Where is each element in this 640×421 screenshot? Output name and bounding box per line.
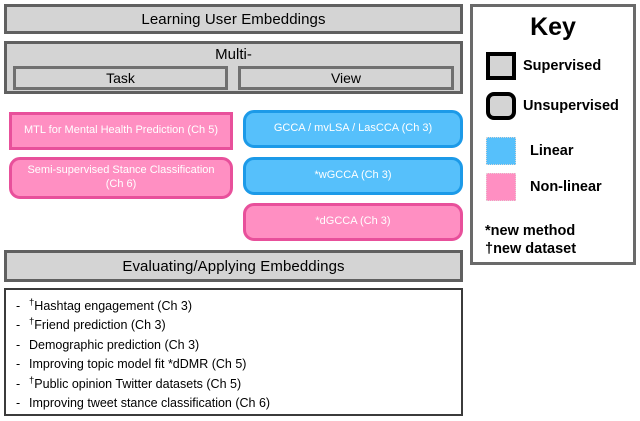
card-wgcca: *wGCCA (Ch 3): [243, 157, 463, 195]
bullet-dash: -: [16, 299, 21, 313]
key-note-new-method: *new method: [485, 223, 576, 239]
list-item: - Improving tweet stance classification …: [16, 395, 461, 412]
card-semi-supervised-stance: Semi-supervised Stance Classification (C…: [9, 157, 233, 199]
key-entry-unsupervised-label: Unsupervised: [523, 98, 619, 114]
banner-evaluating-applying-embeddings-label: Evaluating/Applying Embeddings: [122, 257, 345, 275]
multi-view-box: View: [238, 66, 454, 90]
card-wgcca-label: *wGCCA (Ch 3): [314, 169, 392, 182]
key-entry-linear: Linear: [486, 137, 574, 165]
key-panel: Key Supervised Unsupervised Linear Non-l…: [470, 4, 636, 265]
gray-square-swatch-icon: [486, 52, 516, 80]
bullet-dash: -: [16, 395, 21, 410]
gray-rounded-swatch-icon: [486, 92, 516, 120]
multi-task-label: Task: [106, 70, 135, 86]
dagger-icon: †: [29, 374, 35, 386]
multi-view-label: View: [330, 70, 362, 86]
key-panel-title: Key: [530, 13, 576, 41]
banner-learning-user-embeddings-label: Learning User Embeddings: [141, 10, 326, 28]
bullet-dash: -: [16, 376, 21, 391]
card-mtl-mental-health-label: MTL for Mental Health Prediction (Ch 5): [24, 124, 218, 137]
pink-swatch-icon: [486, 173, 516, 201]
multi-task-box: Task: [13, 66, 228, 90]
key-entry-non-linear-label: Non-linear: [530, 179, 602, 195]
key-panel-notes: *new method †new dataset: [485, 222, 635, 258]
dagger-icon: †: [29, 316, 35, 328]
bullet-dash: -: [16, 318, 21, 333]
list-item: - †Friend prediction (Ch 3): [16, 317, 461, 334]
card-mtl-mental-health: MTL for Mental Health Prediction (Ch 5): [9, 112, 233, 150]
card-semi-supervised-stance-label: Semi-supervised Stance Classification (C…: [27, 164, 215, 190]
list-item-text: Improving topic model fit *dDMR (Ch 5): [29, 357, 247, 372]
list-item: - †Public opinion Twitter datasets (Ch 5…: [16, 374, 461, 393]
card-dgcca: *dGCCA (Ch 3): [243, 203, 463, 241]
card-dgcca-label: *dGCCA (Ch 3): [315, 215, 391, 228]
card-gcca-mvlsa-lascca-label: GCCA / mvLSA / LasCCA (Ch 3): [273, 122, 433, 135]
list-item: - †Hashtag engagement (Ch 3): [16, 298, 461, 315]
list-item-text: †Friend prediction (Ch 3): [29, 316, 166, 333]
key-entry-non-linear: Non-linear: [486, 173, 602, 201]
multi-group: Multi- Task View: [4, 41, 463, 94]
key-entry-supervised: Supervised: [486, 52, 601, 80]
key-entry-unsupervised: Unsupervised: [486, 92, 619, 120]
key-note-new-dataset: †new dataset: [485, 241, 577, 258]
bullet-dash: -: [16, 337, 21, 352]
banner-learning-user-embeddings: Learning User Embeddings: [4, 4, 463, 34]
key-entry-supervised-label: Supervised: [523, 58, 602, 74]
eval-items-list: - †Hashtag engagement (Ch 3) - †Friend p…: [4, 288, 463, 416]
list-item: - Demographic prediction (Ch 3): [16, 337, 461, 354]
list-item: - Improving topic model fit *dDMR (Ch 5): [16, 356, 461, 373]
blue-swatch-icon: [486, 137, 516, 165]
key-entry-linear-label: Linear: [530, 143, 574, 159]
list-item-text: Demographic prediction (Ch 3): [29, 337, 200, 352]
list-item-text: †Public opinion Twitter datasets (Ch 5): [29, 374, 242, 391]
dagger-icon: †: [29, 296, 35, 308]
list-item-text: †Hashtag engagement (Ch 3): [29, 296, 193, 313]
multi-group-label: Multi-: [215, 46, 252, 63]
bullet-dash: -: [16, 357, 21, 372]
banner-evaluating-applying-embeddings: Evaluating/Applying Embeddings: [4, 250, 463, 282]
card-gcca-mvlsa-lascca: GCCA / mvLSA / LasCCA (Ch 3): [243, 110, 463, 148]
list-item-text: Improving tweet stance classification (C…: [29, 395, 271, 410]
